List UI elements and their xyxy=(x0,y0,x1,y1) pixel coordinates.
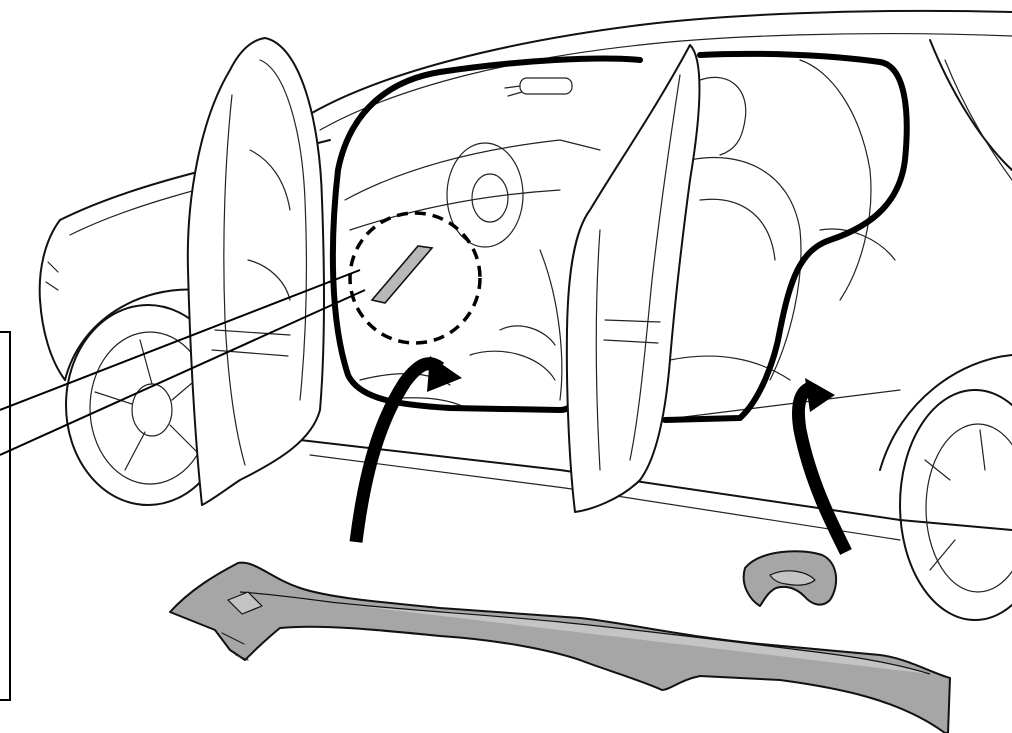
front-door xyxy=(188,38,324,505)
car-body xyxy=(40,11,1012,620)
rear-wheel xyxy=(900,390,1012,620)
detail-frame xyxy=(0,332,10,700)
headrest xyxy=(700,77,746,155)
steering-wheel xyxy=(447,143,523,247)
rear-door xyxy=(567,45,700,512)
callout-circle xyxy=(350,213,480,343)
rear-trim-cap xyxy=(744,551,836,606)
rear-view-mirror xyxy=(520,78,572,94)
callout-clip xyxy=(372,246,432,303)
arrow-front-sill-icon xyxy=(356,356,462,542)
